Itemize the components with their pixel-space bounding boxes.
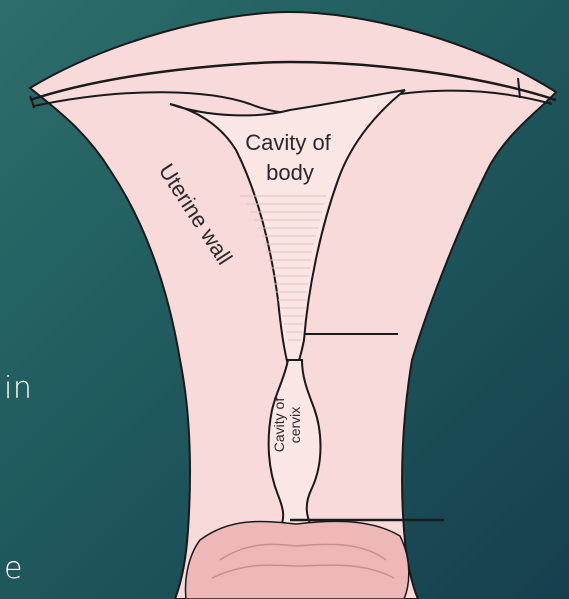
label-cavity-of-body-line2: body bbox=[266, 160, 314, 185]
label-cavity-of-cervix-line2: cervix bbox=[287, 407, 303, 444]
label-cavity-of-cervix-line1: Cavity of bbox=[271, 398, 287, 453]
label-cavity-of-body-line1: Cavity of bbox=[245, 130, 331, 155]
cervix-external bbox=[186, 521, 409, 599]
